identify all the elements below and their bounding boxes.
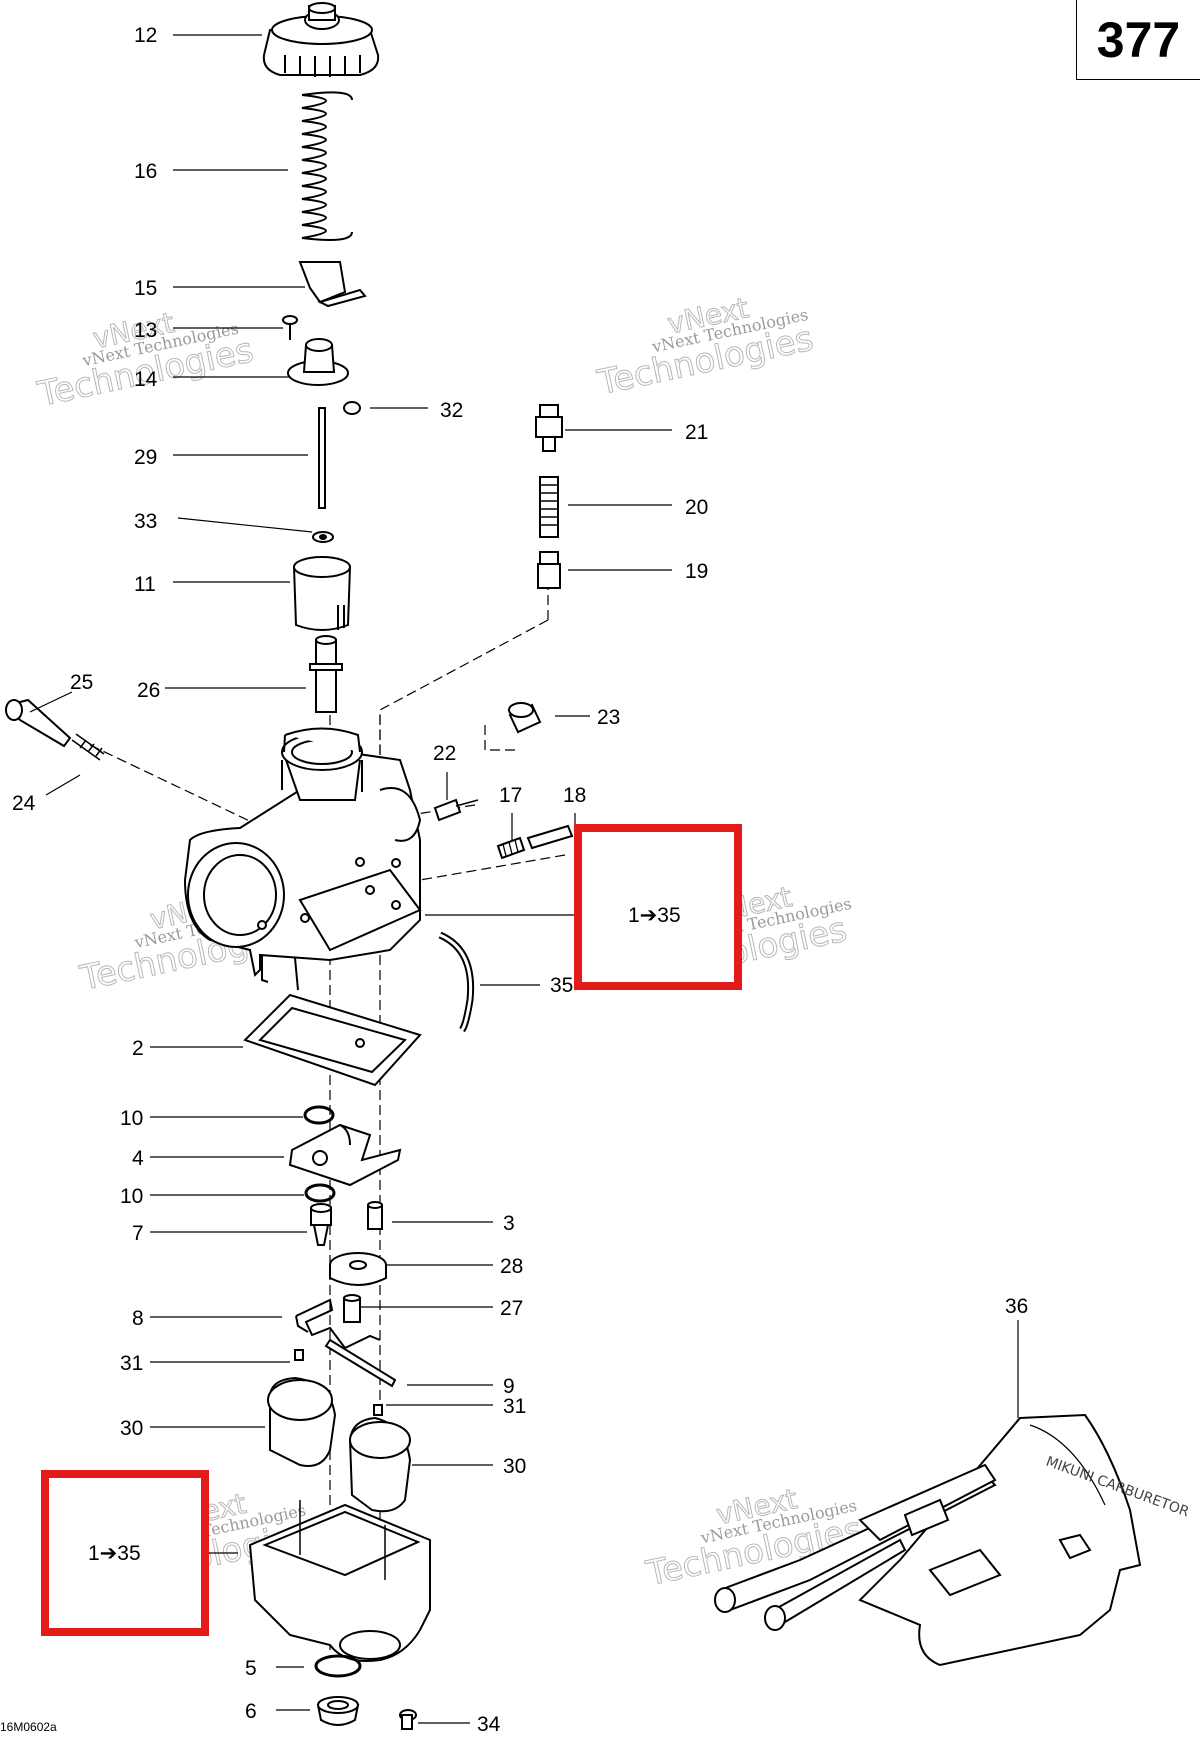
part-screw-upper-left xyxy=(294,1349,304,1361)
part-float-pin xyxy=(324,1338,397,1388)
range-label-body: 1➔35 xyxy=(628,904,681,927)
callout-28: 28 xyxy=(500,1255,523,1278)
part-throttle-slide xyxy=(292,556,352,631)
callout-20: 20 xyxy=(685,496,708,519)
callout-36: 36 xyxy=(1005,1295,1028,1318)
callout-8: 8 xyxy=(132,1307,144,1330)
callout-27: 27 xyxy=(500,1297,523,1320)
callout-3: 3 xyxy=(503,1212,515,1235)
callout-22: 22 xyxy=(433,742,456,765)
part-cap xyxy=(262,2,380,77)
part-throttle-stop-screw xyxy=(433,798,479,822)
part-cable-adjuster-spring xyxy=(539,476,559,538)
callout-17: 17 xyxy=(499,784,522,807)
callout-30-left: 30 xyxy=(120,1417,143,1440)
part-o-ring-lower xyxy=(304,1183,336,1203)
callout-19: 19 xyxy=(685,560,708,583)
part-pilot-screw xyxy=(526,824,574,850)
callout-29: 29 xyxy=(134,446,157,469)
callout-26: 26 xyxy=(137,679,160,702)
part-cable-adjuster-sleeve xyxy=(537,551,561,589)
part-e-clip xyxy=(343,401,361,415)
part-float-left xyxy=(267,1376,337,1467)
callout-5: 5 xyxy=(245,1657,257,1680)
callout-33: 33 xyxy=(134,510,157,533)
callout-12: 12 xyxy=(134,24,157,47)
part-baffle-plate xyxy=(288,1123,402,1187)
part-pilot-jet xyxy=(367,1201,383,1230)
part-drain-plug xyxy=(316,1696,360,1726)
callout-9: 9 xyxy=(503,1375,515,1398)
part-drain-o-ring xyxy=(314,1654,362,1678)
callout-numbers: 12 16 15 13 14 32 29 21 33 20 11 19 25 2… xyxy=(12,24,1028,1736)
callout-30-right: 30 xyxy=(503,1455,526,1478)
callout-21: 21 xyxy=(685,421,708,444)
callout-31-left: 31 xyxy=(120,1352,143,1375)
range-label-bowl: 1➔35 xyxy=(88,1542,141,1565)
part-washer xyxy=(312,531,334,543)
part-small-screw xyxy=(282,315,298,340)
parts: MIKUNI CARBURETOR xyxy=(5,2,1191,1730)
callout-18: 18 xyxy=(563,784,586,807)
callout-2: 2 xyxy=(132,1037,144,1060)
callout-11: 11 xyxy=(134,573,156,596)
callout-32: 32 xyxy=(440,399,463,422)
part-clip xyxy=(298,261,367,308)
callout-10-upper: 10 xyxy=(120,1107,143,1130)
page-number-box: 377 xyxy=(1076,0,1200,80)
callout-13: 13 xyxy=(134,319,157,342)
part-needle-plate xyxy=(287,338,349,386)
part-main-jet xyxy=(343,1294,361,1323)
part-air-screw xyxy=(5,698,72,748)
drawing-code: 16M0602a xyxy=(0,1720,57,1734)
part-drain-hose xyxy=(438,931,475,1033)
part-jet-needle xyxy=(318,407,326,509)
callout-4: 4 xyxy=(132,1147,144,1170)
callout-23: 23 xyxy=(597,706,620,729)
part-cable-adjuster-nut xyxy=(535,404,563,452)
callout-35: 35 xyxy=(550,974,573,997)
part-carburetor-body xyxy=(183,727,422,991)
callout-7: 7 xyxy=(132,1222,144,1245)
highlight-box-body: 1➔35 xyxy=(574,824,742,990)
part-needle-valve xyxy=(310,1203,332,1246)
part-float-bowl xyxy=(248,1500,431,1662)
part-air-screw-spring xyxy=(71,733,105,761)
leader-lines xyxy=(29,34,1019,1724)
part-float-bowl-gasket xyxy=(243,993,422,1087)
callout-24: 24 xyxy=(12,792,36,815)
callout-25: 25 xyxy=(70,671,93,694)
part-spring xyxy=(301,91,353,241)
callout-31-right: 31 xyxy=(503,1395,526,1418)
part-bowl-screw xyxy=(399,1709,417,1730)
callout-16: 16 xyxy=(134,160,157,183)
page-number: 377 xyxy=(1096,11,1181,68)
part-rubber-cap xyxy=(508,702,542,734)
callout-6: 6 xyxy=(245,1700,257,1723)
part-o-ring-upper xyxy=(303,1105,335,1125)
callout-34: 34 xyxy=(477,1713,501,1736)
callout-10-lower: 10 xyxy=(120,1185,143,1208)
part-float-right xyxy=(348,1416,412,1513)
highlight-box-bowl: 1➔35 xyxy=(41,1470,209,1636)
part-needle-jet xyxy=(309,635,343,713)
callout-14: 14 xyxy=(134,368,158,391)
part-pilot-screw-spring xyxy=(496,836,526,860)
callout-15: 15 xyxy=(134,277,157,300)
part-float xyxy=(329,1252,387,1286)
part-float-arm xyxy=(295,1298,381,1350)
part-screw-upper-right xyxy=(373,1404,383,1416)
